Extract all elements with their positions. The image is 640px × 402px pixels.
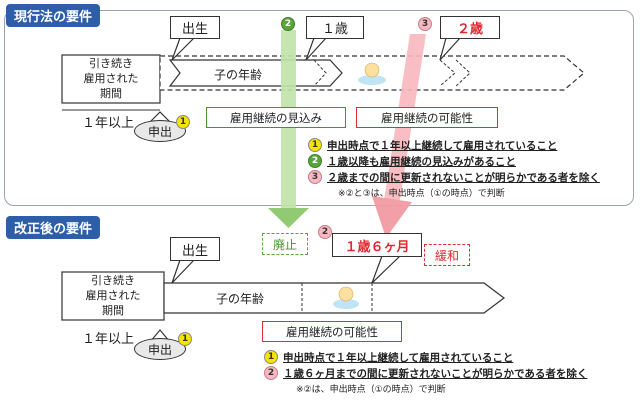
marker-2-abolished: 2: [318, 225, 332, 239]
revised-note-2: １歳６ヶ月までの間に更新されないことが明らかである者を除く: [283, 368, 588, 380]
continue-expected-box: 雇用継続の見込み: [206, 107, 346, 128]
revised-continue-possible-box: 雇用継続の可能性: [262, 321, 402, 342]
green-down-arrow: [268, 208, 309, 228]
current-birth-bubble: 出生: [170, 16, 220, 39]
revised-age-limit-bubble: １歳６ヶ月: [332, 233, 422, 257]
revised-birth-bubble: 出生: [170, 237, 220, 261]
current-footnote: ※②と③は、申出時点（①の時点）で判断: [338, 189, 505, 199]
current-age-one-bubble: １歳: [306, 16, 364, 39]
revised-period-label: 引き続き 雇用された 期間: [85, 274, 141, 317]
current-note-1: 申出時点で１年以上継続して雇用されていること: [327, 140, 558, 152]
current-age-two-bubble: ２歳: [440, 16, 500, 39]
current-note-2: １歳以降も雇用継続の見込みがあること: [327, 156, 516, 168]
relaxed-box: 緩和: [424, 244, 470, 266]
revised-note-1-marker: 1: [264, 350, 278, 364]
note-2-marker: 2: [308, 154, 322, 168]
current-request-bubble: 申出: [134, 120, 186, 142]
current-age-arrow-1y: [168, 59, 343, 87]
current-period-label: 引き続き 雇用された 期間: [83, 57, 139, 100]
revised-age-arrow: [163, 282, 505, 314]
revised-note-1: 申出時点で１年以上継続して雇用されていること: [283, 352, 514, 364]
note-3-marker: 3: [308, 170, 322, 184]
revised-request-bubble: 申出: [134, 338, 186, 360]
revised-child-age: 子の年齢: [216, 292, 265, 306]
revised-title: 改正後の要件: [6, 216, 101, 239]
revised-note-2-marker: 2: [264, 366, 278, 380]
marker-1-top-request: 1: [176, 115, 190, 129]
marker-1-bottom-request: 1: [178, 332, 192, 346]
marker-2-top: 2: [281, 17, 295, 31]
revised-one-year: １年以上: [82, 332, 135, 347]
pink-down-arrow: [372, 196, 412, 238]
note-1-marker: 1: [308, 138, 322, 152]
current-child-age: 子の年齢: [214, 68, 263, 82]
revised-period-box: [61, 271, 165, 321]
current-continue-possible-box: 雇用継続の可能性: [356, 107, 498, 128]
abolished-box: 廃止: [262, 233, 308, 255]
current-one-year: １年以上: [82, 116, 135, 131]
current-title: 現行法の要件: [6, 4, 101, 27]
current-note-3: ２歳までの間に更新されないことが明らかである者を除く: [327, 172, 600, 184]
revised-footnote: ※②は、申出時点（①の時点）で判断: [296, 385, 446, 395]
marker-3-top: 3: [418, 17, 432, 31]
